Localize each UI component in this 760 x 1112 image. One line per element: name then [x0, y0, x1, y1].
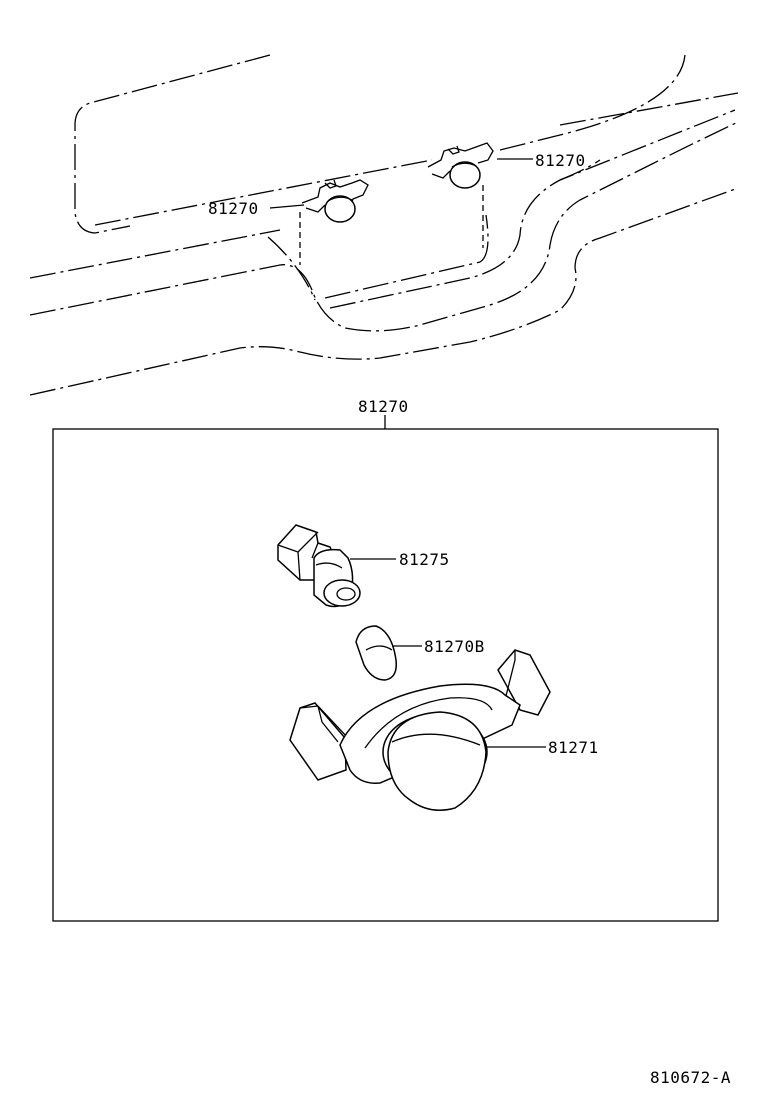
vehicle-outline	[29, 54, 739, 396]
callout-81270: 81270	[535, 151, 586, 170]
lamp-icon	[427, 142, 494, 248]
callout-81270: 81270	[358, 397, 409, 416]
bulb-icon	[355, 625, 398, 681]
leader-line	[269, 204, 305, 209]
lamp-icon	[299, 179, 369, 265]
callout-81275: 81275	[399, 550, 450, 569]
callout-81270: 81270	[208, 199, 259, 218]
callout-81271: 81271	[548, 738, 599, 757]
callout-81270b: 81270B	[424, 637, 485, 656]
socket-icon	[277, 524, 361, 608]
lens-housing-icon	[289, 649, 551, 811]
diagram-code: 810672-A	[650, 1068, 731, 1087]
